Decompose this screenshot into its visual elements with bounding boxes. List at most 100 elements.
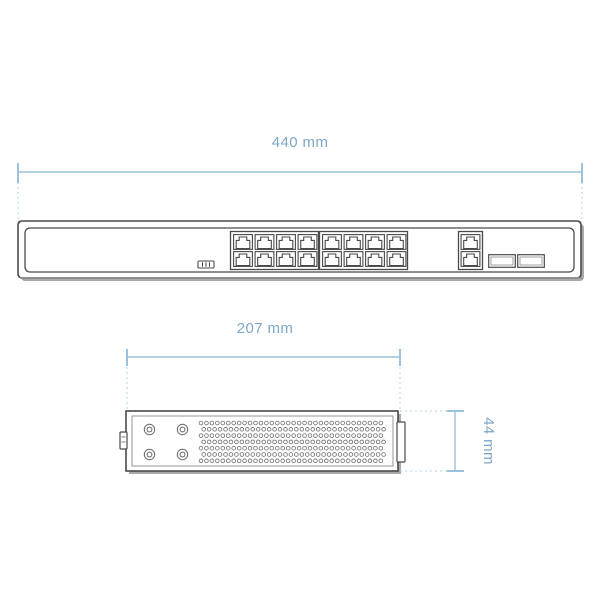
vent-hole — [231, 445, 236, 451]
vent-hole — [255, 439, 261, 445]
standoff — [143, 423, 156, 436]
vent-hole — [329, 445, 335, 451]
vent-hole — [225, 420, 231, 426]
vent-hole — [313, 445, 318, 451]
rj45-port[interactable] — [386, 234, 407, 250]
uplink-rj45-port[interactable] — [460, 251, 481, 267]
vent-hole — [294, 439, 299, 445]
vent-hole — [378, 445, 384, 451]
vent-hole — [261, 427, 266, 432]
vent-hole — [255, 452, 261, 457]
vent-hole — [343, 427, 348, 432]
rj45-port[interactable] — [254, 234, 275, 250]
vent-hole — [318, 420, 324, 426]
vent-hole — [288, 439, 294, 445]
vent-hole — [272, 452, 277, 457]
vent-hole — [340, 420, 345, 426]
vent-hole — [359, 427, 365, 432]
side-tab-left — [119, 431, 128, 450]
vent-hole — [215, 433, 220, 438]
rj45-port[interactable] — [365, 234, 385, 250]
rj45-port[interactable] — [254, 251, 275, 267]
vent-hole — [288, 452, 294, 457]
vent-hole — [220, 433, 226, 438]
vent-hole — [356, 420, 362, 426]
vent-hole — [375, 439, 381, 445]
vent-hole — [277, 439, 283, 445]
vent-hole — [343, 452, 348, 457]
vent-hole — [272, 427, 277, 432]
vent-hole — [245, 439, 250, 445]
vent-hole — [348, 452, 354, 457]
vent-hole — [285, 458, 291, 464]
rj45-port[interactable] — [322, 251, 342, 267]
vent-hole — [299, 427, 305, 432]
rj45-port[interactable] — [233, 234, 253, 250]
vent-hole — [302, 458, 307, 464]
vent-hole — [264, 445, 269, 451]
vent-hole — [209, 433, 215, 438]
vent-hole — [305, 427, 310, 432]
dimension-width-440: 440 mm — [17, 134, 583, 222]
rj45-port[interactable] — [386, 251, 407, 267]
vent-hole — [329, 420, 335, 426]
side-tab-right — [396, 421, 406, 463]
standoff — [176, 423, 189, 436]
rj45-port[interactable] — [276, 251, 296, 267]
vent-hole — [340, 445, 345, 451]
sfp-slot[interactable] — [517, 254, 545, 268]
vent-hole — [247, 445, 253, 451]
vent-hole — [296, 458, 302, 464]
vent-hole — [198, 433, 204, 438]
vent-hole — [326, 427, 332, 432]
port-group-1 — [229, 230, 320, 271]
vent-hole — [291, 458, 296, 464]
vent-hole — [253, 420, 258, 426]
vent-hole — [242, 445, 247, 451]
vent-hole — [223, 427, 228, 432]
vent-hole — [329, 458, 335, 464]
vent-hole — [228, 427, 234, 432]
vent-hole — [253, 433, 258, 438]
vent-hole — [326, 439, 332, 445]
rj45-port[interactable] — [365, 251, 385, 267]
vent-hole — [275, 420, 280, 426]
vent-hole — [370, 439, 375, 445]
vent-hole — [228, 439, 234, 445]
vent-hole — [318, 433, 324, 438]
vent-hole — [313, 458, 318, 464]
vent-hole — [354, 439, 359, 445]
side-tab-left-body — [119, 431, 128, 450]
rj45-port[interactable] — [276, 234, 296, 250]
vent-hole — [280, 445, 285, 451]
vent-hole — [275, 433, 280, 438]
vent-hole — [285, 445, 291, 451]
vent-hole — [236, 420, 242, 426]
vent-hole — [236, 445, 242, 451]
vent-hole — [269, 458, 275, 464]
uplink-rj45-port[interactable] — [460, 234, 481, 250]
vent-hole — [201, 427, 206, 432]
vent-hole — [239, 439, 245, 445]
vent-hole — [362, 458, 367, 464]
rj45-port[interactable] — [233, 251, 253, 267]
rj45-port[interactable] — [343, 234, 364, 250]
rj45-port[interactable] — [297, 251, 318, 267]
vent-hole — [313, 420, 318, 426]
rj45-port[interactable] — [343, 251, 364, 267]
sfp-slot[interactable] — [488, 254, 516, 268]
side-tab-right-body — [396, 421, 406, 463]
vent-hole — [264, 420, 269, 426]
vent-hole — [351, 445, 356, 451]
vent-hole — [217, 452, 223, 457]
vent-hole — [367, 420, 373, 426]
vent-hole — [310, 452, 315, 457]
vent-hole — [337, 452, 343, 457]
vent-hole — [334, 420, 340, 426]
vent-hole — [242, 433, 247, 438]
vent-hole — [250, 439, 256, 445]
vent-hole — [359, 439, 365, 445]
rj45-port[interactable] — [297, 234, 318, 250]
rj45-port[interactable] — [322, 234, 342, 250]
vent-hole — [275, 445, 280, 451]
